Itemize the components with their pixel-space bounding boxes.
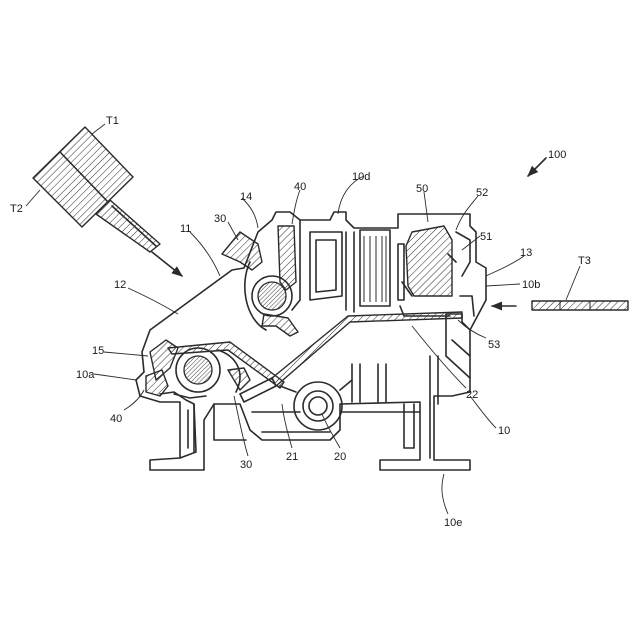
shaft-20 xyxy=(280,380,352,430)
label-51: 51 xyxy=(480,231,492,243)
label-52: 52 xyxy=(476,187,488,199)
label-50: 50 xyxy=(416,183,428,195)
release-lever-50 xyxy=(398,226,474,316)
label-13: 13 xyxy=(520,247,532,259)
label-100: 100 xyxy=(548,149,566,161)
label-15: 15 xyxy=(92,345,104,357)
label-30-upper: 30 xyxy=(214,213,226,225)
busbar-22 xyxy=(168,312,462,402)
spring-clamp-upper xyxy=(222,220,354,336)
label-10b: 10b xyxy=(522,279,540,291)
label-t3: T3 xyxy=(578,255,591,267)
label-10a: 10a xyxy=(76,369,95,381)
label-30-lower: 30 xyxy=(240,459,252,471)
label-12: 12 xyxy=(114,279,126,291)
label-t1: T1 xyxy=(106,115,119,127)
wire-t3 xyxy=(532,301,628,310)
label-53: 53 xyxy=(488,339,500,351)
label-10: 10 xyxy=(498,425,510,437)
assembly-100-arrow xyxy=(528,158,546,176)
label-20: 20 xyxy=(334,451,346,463)
label-10d: 10d xyxy=(352,171,370,183)
label-21: 21 xyxy=(286,451,298,463)
label-10e: 10e xyxy=(444,517,462,529)
tool-t1-t2 xyxy=(33,127,160,252)
label-t2: T2 xyxy=(10,203,23,215)
label-40-lower: 40 xyxy=(110,413,122,425)
label-22: 22 xyxy=(466,389,478,401)
label-40-upper: 40 xyxy=(294,181,306,193)
housing-edge-12 xyxy=(150,270,232,330)
label-14: 14 xyxy=(240,191,252,203)
label-11: 11 xyxy=(180,223,191,235)
spring-coil xyxy=(360,230,390,306)
tool-insertion-arrow xyxy=(152,252,182,276)
